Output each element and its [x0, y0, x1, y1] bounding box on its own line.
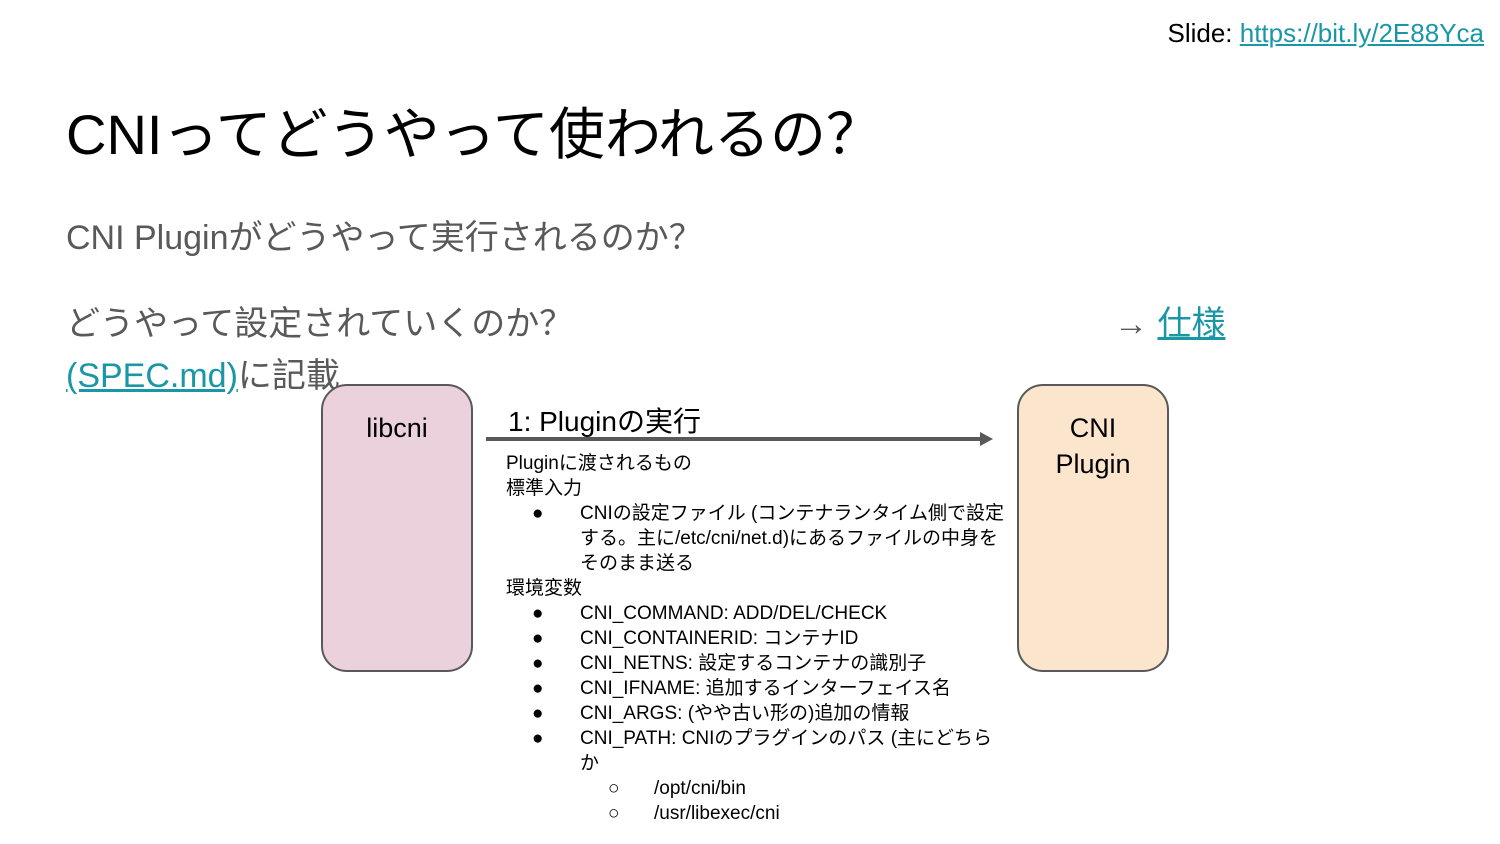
slide-label: Slide: [1167, 18, 1240, 48]
spec-link-line: (SPEC.md)に記載 [66, 348, 340, 397]
path-list: ○ /opt/cni/bin ○ /usr/libexec/cni [506, 776, 1006, 826]
slide-url-link[interactable]: https://bit.ly/2E88Yca [1239, 18, 1484, 48]
details-intro: Pluginに渡されるもの [506, 453, 692, 474]
arrow-prefix: → [1114, 305, 1158, 343]
env-item-text: CNI_ARGS: (やや古い形の)追加の情報 [580, 703, 910, 724]
cni-plugin-label-line1: CNI [1069, 413, 1117, 443]
spec-md-link[interactable]: (SPEC.md) [66, 357, 238, 395]
list-item: ● CNIの設定ファイル (コンテナランタイム側で設定する。主に/etc/cni/… [506, 501, 1006, 576]
stdin-list: ● CNIの設定ファイル (コンテナランタイム側で設定する。主に/etc/cni/… [506, 501, 1006, 576]
env-list: ● CNI_COMMAND: ADD/DEL/CHECK ● CNI_CONTAIN… [506, 601, 1006, 776]
list-item: ○ /usr/libexec/cni [506, 801, 1006, 826]
spec-link-shiyou[interactable]: 仕様 [1157, 305, 1226, 343]
list-item: ● CNI_COMMAND: ADD/DEL/CHECK [506, 601, 1006, 626]
cni-plugin-box: CNI Plugin [1017, 384, 1169, 672]
bullet-icon: ● [532, 678, 544, 699]
env-item-text: CNI_IFNAME: 追加するインターフェイス名 [580, 678, 951, 699]
slide-link-line: Slide: https://bit.ly/2E88Yca [1167, 18, 1484, 49]
stdin-heading: 標準入力 [506, 478, 583, 499]
page-title: CNIってどうやって使われるの？ [66, 103, 883, 166]
list-item: ● CNI_ARGS: (やや古い形の)追加の情報 [506, 701, 1006, 726]
path-item-text: /usr/libexec/cni [654, 803, 780, 824]
libcni-label: libcni [366, 413, 428, 443]
stdin-item-text: CNIの設定ファイル (コンテナランタイム側で設定する。主に/etc/cni/n… [580, 503, 1004, 574]
bullet-icon: ● [532, 628, 544, 649]
arrow-head [980, 432, 993, 446]
sub-bullet-icon: ○ [608, 803, 620, 824]
list-item: ● CNI_CONTAINERID: コンテナID [506, 626, 1006, 651]
list-item: ● CNI_IFNAME: 追加するインターフェイス名 [506, 676, 1006, 701]
spec-arrow-line: → 仕様 [1114, 296, 1225, 345]
plugin-input-details: Pluginに渡されるもの 標準入力 ● CNIの設定ファイル (コンテナランタイ… [506, 451, 1006, 826]
list-item: ● CNI_PATH: CNIのプラグインのパス (主にどちらか [506, 726, 1006, 776]
bullet-icon: ● [532, 703, 544, 724]
env-item-text: CNI_PATH: CNIのプラグインのパス (主にどちらか [580, 728, 993, 774]
bullet-icon: ● [532, 503, 544, 524]
subtitle-line1: CNI Pluginがどうやって実行されるのか？ [66, 219, 703, 257]
arrow-label: 1: Pluginの実行 [508, 406, 701, 437]
sub-bullet-icon: ○ [608, 778, 620, 799]
bullet-icon: ● [532, 653, 544, 674]
spec-suffix: に記載 [237, 357, 340, 395]
list-item: ● CNI_NETNS: 設定するコンテナの識別子 [506, 651, 1006, 676]
subtitle-line2: どうやって設定されていくのか？ [66, 305, 574, 343]
libcni-box: libcni [321, 384, 473, 672]
list-item: ○ /opt/cni/bin [506, 776, 1006, 801]
path-item-text: /opt/cni/bin [654, 778, 746, 799]
bullet-icon: ● [532, 603, 544, 624]
env-item-text: CNI_CONTAINERID: コンテナID [580, 628, 859, 649]
exec-arrow [486, 432, 993, 446]
env-item-text: CNI_NETNS: 設定するコンテナの識別子 [580, 653, 927, 674]
bullet-icon: ● [532, 728, 544, 749]
env-item-text: CNI_COMMAND: ADD/DEL/CHECK [580, 603, 888, 624]
cni-plugin-label-line2: Plugin [1055, 449, 1131, 479]
env-heading: 環境変数 [506, 578, 583, 599]
